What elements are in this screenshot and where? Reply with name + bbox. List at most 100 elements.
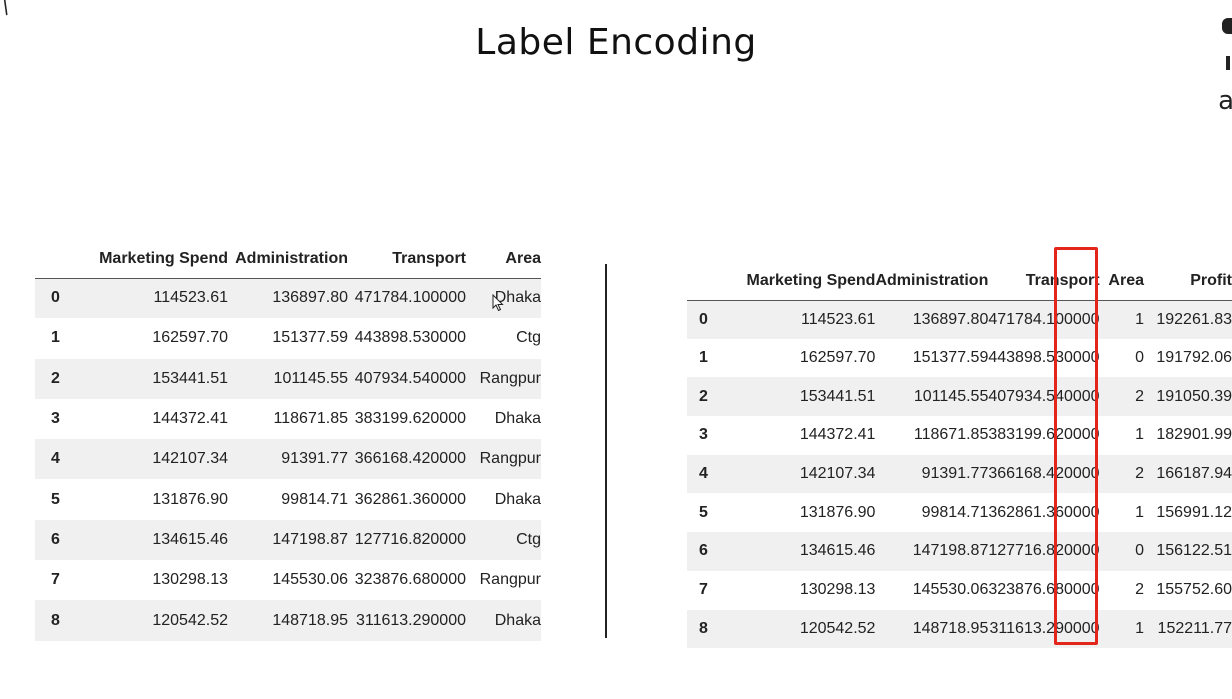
table-row: 7 130298.13 145530.06 323876.680000 Rang… <box>35 560 541 600</box>
table-row: 8 120542.52 148718.95 311613.290000 Dhak… <box>35 600 541 641</box>
table-row: 5 131876.90 99814.71 362861.360000 Dhaka <box>35 479 541 519</box>
edge-ink-mark <box>1222 18 1232 34</box>
row-index: 6 <box>699 542 708 560</box>
cell-area: Rangpur <box>479 369 541 387</box>
right-dataframe-table: Marketing Spend Administration Transport… <box>687 262 1232 649</box>
cell-marketing-spend: 120542.52 <box>152 611 228 629</box>
cell-administration: 99814.71 <box>281 490 348 508</box>
table-row: 6 134615.46 147198.87 127716.820000 0 15… <box>687 532 1232 571</box>
cell-marketing-spend: 162597.70 <box>799 349 876 367</box>
row-index: 5 <box>699 503 708 521</box>
table-row: 3 144372.41 118671.85 383199.620000 1 18… <box>687 416 1232 455</box>
table-row: 4 142107.34 91391.77 366168.420000 Rangp… <box>35 439 541 480</box>
cell-marketing-spend: 153441.51 <box>152 369 228 387</box>
cell-marketing-spend: 134615.46 <box>152 530 228 548</box>
cell-marketing-spend: 162597.70 <box>152 329 228 347</box>
cell-marketing-spend: 114523.61 <box>153 289 228 307</box>
column-header-area: Area <box>466 240 541 279</box>
cell-area-encoded: 1 <box>1135 426 1144 444</box>
cell-profit: 191050.39 <box>1156 387 1232 405</box>
edge-ink-mark-2 <box>1226 56 1230 70</box>
cell-marketing-spend: 144372.41 <box>152 410 228 428</box>
cell-transport: 127716.820000 <box>354 530 466 548</box>
table-row: 2 153441.51 101145.55 407934.540000 2 19… <box>687 377 1232 417</box>
cell-transport: 323876.680000 <box>988 581 1100 599</box>
cell-transport: 471784.100000 <box>354 289 466 307</box>
cell-profit: 192261.83 <box>1156 310 1232 328</box>
cell-administration: 101145.55 <box>273 369 348 387</box>
cell-transport: 443898.530000 <box>988 349 1100 367</box>
cell-transport: 366168.420000 <box>354 450 466 468</box>
cell-administration: 148718.95 <box>912 619 989 637</box>
cell-transport: 362861.360000 <box>988 503 1100 521</box>
cell-area-encoded: 1 <box>1135 503 1144 521</box>
row-index: 8 <box>51 611 60 629</box>
cell-transport: 443898.530000 <box>354 329 466 347</box>
table-row: 4 142107.34 91391.77 366168.420000 2 166… <box>687 454 1232 494</box>
row-index: 5 <box>51 490 60 508</box>
cell-administration: 151377.59 <box>912 349 989 367</box>
mouse-pointer-icon <box>492 294 504 312</box>
row-index: 7 <box>699 581 708 599</box>
cell-administration: 148718.95 <box>272 611 348 629</box>
column-header-area: Area <box>1099 262 1156 301</box>
cell-administration: 136897.80 <box>912 310 989 328</box>
row-index: 4 <box>51 450 60 468</box>
cell-marketing-spend: 142107.34 <box>799 465 876 483</box>
row-index: 4 <box>699 465 708 483</box>
table-row: 3 144372.41 118671.85 383199.620000 Dhak… <box>35 399 541 439</box>
table-header-row: Marketing Spend Administration Transport… <box>687 262 1232 301</box>
cell-area-encoded: 0 <box>1135 542 1144 560</box>
row-index: 2 <box>51 369 60 387</box>
cell-area: Dhaka <box>494 410 541 428</box>
table-row: 7 130298.13 145530.06 323876.680000 2 15… <box>687 571 1232 610</box>
cell-transport: 311613.290000 <box>989 619 1100 637</box>
slide-title: Label Encoding <box>475 22 757 63</box>
cell-area-encoded: 2 <box>1135 581 1144 599</box>
row-index: 0 <box>699 310 708 328</box>
cell-administration: 99814.71 <box>921 503 989 521</box>
cell-area: Dhaka <box>494 611 541 629</box>
column-header-administration: Administration <box>875 262 989 301</box>
cell-administration: 147198.87 <box>272 530 348 548</box>
cell-transport: 362861.360000 <box>354 490 466 508</box>
cell-profit: 155752.60 <box>1156 581 1232 599</box>
row-index: 2 <box>699 387 708 405</box>
area-column-highlight-box <box>1054 247 1098 645</box>
cell-profit: 156991.12 <box>1156 503 1232 521</box>
table-row: 0 114523.61 136897.80 471784.100000 Dhak… <box>35 278 541 319</box>
cell-administration: 91391.77 <box>281 450 348 468</box>
index-header <box>35 240 93 279</box>
cell-marketing-spend: 153441.51 <box>799 387 876 405</box>
cell-profit: 152211.77 <box>1157 619 1232 637</box>
column-header-transport: Transport <box>348 240 466 279</box>
row-index: 0 <box>51 289 60 307</box>
table-row: 8 120542.52 148718.95 311613.290000 1 15… <box>687 609 1232 649</box>
row-index: 7 <box>51 571 60 589</box>
cell-area: Dhaka <box>494 289 541 307</box>
table-header-row: Marketing Spend Administration Transport… <box>35 240 541 279</box>
cell-administration: 91391.77 <box>921 465 989 483</box>
cell-area-encoded: 1 <box>1135 619 1144 637</box>
cell-marketing-spend: 114523.61 <box>801 310 876 328</box>
table-row: 2 153441.51 101145.55 407934.540000 Rang… <box>35 358 541 399</box>
row-index: 3 <box>699 426 708 444</box>
table-row: 6 134615.46 147198.87 127716.820000 Ctg <box>35 519 541 561</box>
cell-transport: 471784.100000 <box>988 310 1100 328</box>
cell-marketing-spend: 131876.90 <box>152 490 228 508</box>
edge-stroke-mark: / <box>0 0 14 19</box>
cell-profit: 166187.94 <box>1156 465 1232 483</box>
column-header-marketing-spend: Marketing Spend <box>93 240 228 279</box>
column-header-profit: Profit <box>1156 262 1232 301</box>
cell-administration: 118671.85 <box>913 426 989 444</box>
cell-area: Ctg <box>516 530 541 548</box>
cell-administration: 118671.85 <box>273 410 348 428</box>
cell-area-encoded: 1 <box>1135 310 1144 328</box>
cell-transport: 311613.290000 <box>355 611 466 629</box>
cell-area-encoded: 0 <box>1135 349 1144 367</box>
vertical-divider <box>605 264 607 638</box>
cell-administration: 136897.80 <box>272 289 348 307</box>
cell-administration: 151377.59 <box>272 329 348 347</box>
cell-administration: 145530.06 <box>272 571 348 589</box>
cell-area: Dhaka <box>494 490 541 508</box>
